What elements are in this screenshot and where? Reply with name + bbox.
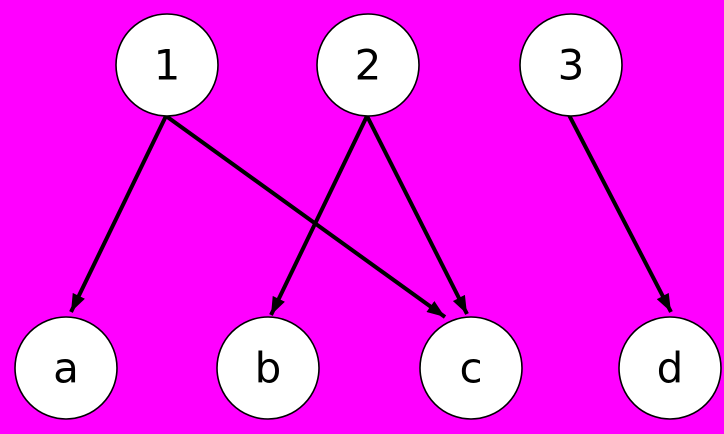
node-label-2: 2	[355, 40, 382, 89]
node-circle-3	[519, 13, 623, 117]
edge-3-to-d	[567, 114, 673, 313]
node-circle-a	[14, 316, 118, 420]
edge-1-to-a	[69, 115, 168, 313]
node-label-c: c	[459, 343, 482, 392]
edge-1-to-c	[164, 114, 447, 319]
graph-node-c: c	[419, 316, 523, 420]
node-circle-2	[316, 13, 420, 117]
graph-node-2: 2	[316, 13, 420, 117]
node-circle-c	[419, 316, 523, 420]
node-label-d: d	[657, 343, 684, 392]
graph-node-a: a	[14, 316, 118, 420]
graph-node-3: 3	[519, 13, 623, 117]
edge-2-to-c	[365, 115, 469, 315]
graph-node-d: d	[618, 316, 722, 420]
graph-node-1: 1	[115, 13, 219, 117]
node-label-3: 3	[558, 40, 585, 89]
node-circle-1	[115, 13, 219, 117]
edge-2-to-b	[269, 115, 369, 316]
graph-node-b: b	[216, 316, 320, 420]
node-label-a: a	[53, 343, 79, 392]
node-circle-d	[618, 316, 722, 420]
node-label-b: b	[255, 343, 282, 392]
node-label-1: 1	[154, 40, 181, 89]
node-circle-b	[216, 316, 320, 420]
